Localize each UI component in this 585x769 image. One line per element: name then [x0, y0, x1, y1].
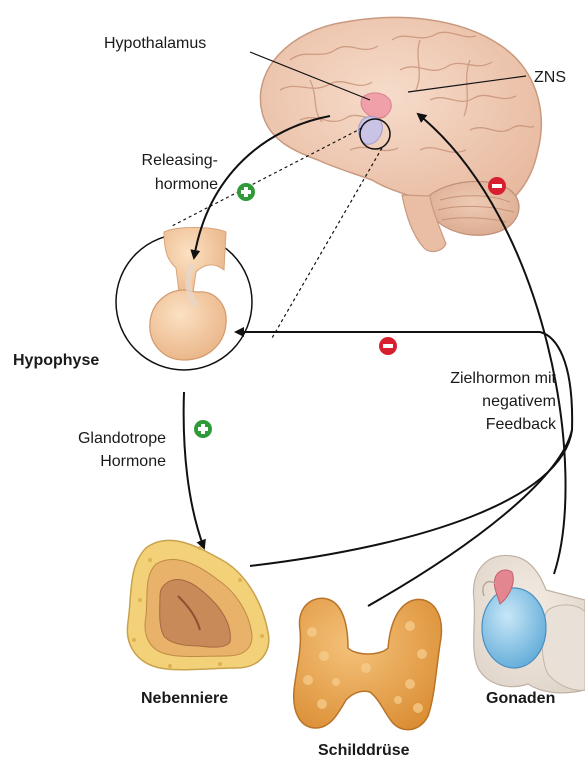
gonads-illustration	[473, 555, 585, 692]
label-zielhormon-feedback: Zielhormon mit negativem Feedback	[400, 368, 556, 435]
label-zns: ZNS	[534, 67, 566, 88]
glandotrope-arrow	[184, 392, 204, 548]
label-glandotrope-line2: Hormone	[36, 451, 166, 472]
plus-circle-icon	[194, 420, 212, 438]
label-zielhormon-line2: negativem	[400, 391, 556, 412]
hypophyse-inset	[116, 228, 252, 371]
thyroid-gland-illustration	[294, 598, 442, 729]
label-nebenniere: Nebenniere	[141, 688, 228, 709]
label-schilddruese: Schilddrüse	[318, 740, 410, 761]
minus-circle-icon	[379, 337, 397, 355]
label-gonaden: Gonaden	[486, 688, 555, 709]
minus-circle-icon	[488, 177, 506, 195]
label-zielhormon-line3: Feedback	[400, 414, 556, 435]
label-releasing-line1: Releasing-	[100, 150, 218, 171]
label-releasing-hormone: Releasing- hormone	[100, 150, 218, 195]
label-zielhormon-line1: Zielhormon mit	[400, 368, 556, 389]
label-releasing-line2: hormone	[100, 174, 218, 195]
label-glandotrope-line1: Glandotrope	[36, 428, 166, 449]
label-hypothalamus: Hypothalamus	[104, 33, 206, 54]
label-glandotrope-hormone: Glandotrope Hormone	[36, 428, 166, 472]
plus-circle-icon	[237, 183, 255, 201]
adrenal-gland-illustration	[127, 540, 268, 669]
label-hypophyse: Hypophyse	[13, 350, 99, 371]
